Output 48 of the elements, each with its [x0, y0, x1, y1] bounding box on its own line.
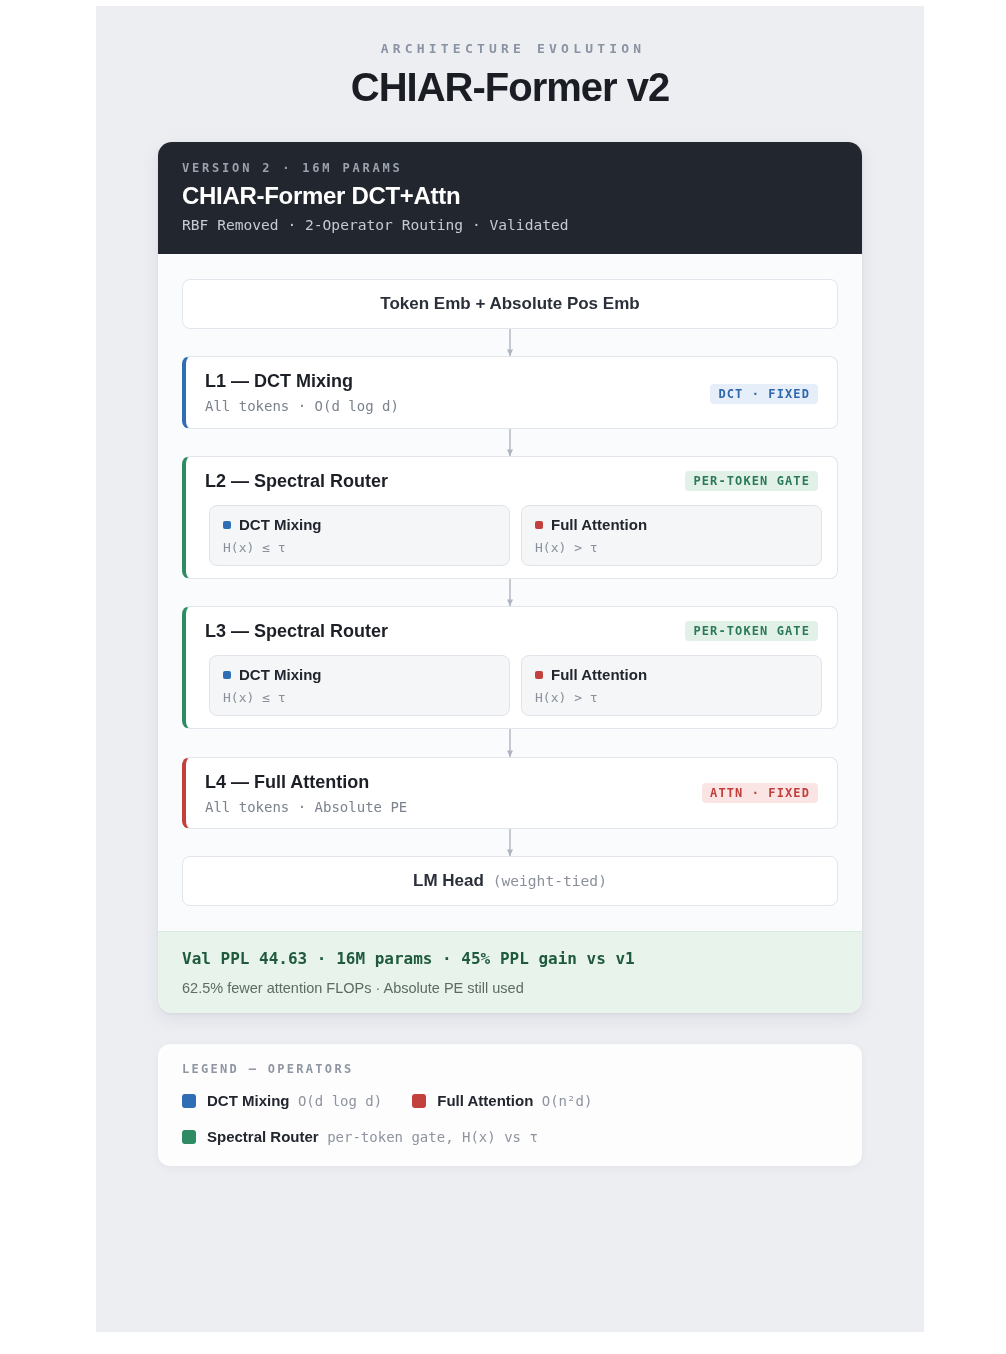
card-title: CHIAR-Former DCT+Attn	[182, 182, 461, 210]
operator-name: Full Attention	[551, 516, 648, 534]
legend-heading: LEGEND — OPERATORS	[182, 1061, 354, 1077]
legend-text: DCT Mixing O(d log d)	[207, 1091, 383, 1111]
page-title: CHIAR-Former v2	[350, 64, 670, 110]
card-kicker: VERSION 2 · 16M PARAMS	[182, 160, 403, 176]
architecture-card	[158, 142, 862, 1013]
layer-card	[182, 757, 838, 829]
condition-text: H(x) > τ	[535, 540, 598, 556]
layer-card	[182, 356, 838, 429]
tag-badge: DCT · FIXED	[710, 384, 818, 404]
arrow	[507, 428, 513, 457]
stage-box	[182, 279, 838, 329]
arrow	[507, 728, 513, 758]
tag-badge: PER-TOKEN GATE	[685, 621, 818, 641]
legend-text: Full Attention O(n²d)	[437, 1091, 593, 1111]
condition-text: H(x) > τ	[535, 690, 598, 706]
metrics-note: 62.5% fewer attention FLOPs · Absolute PE still used	[182, 979, 524, 997]
card-subtitle: RBF Removed · 2-Operator Routing · Validated	[182, 216, 569, 234]
condition-text: H(x) ≤ τ	[223, 690, 286, 706]
results-band	[158, 931, 862, 1013]
condition-text: H(x) ≤ τ	[223, 540, 286, 556]
layer-title: L1 — DCT Mixing	[205, 370, 353, 392]
operator-box	[209, 655, 510, 716]
metrics-text: Val PPL 44.63 · 16M params · 45% PPL gain vs v1	[182, 949, 635, 969]
arrow	[507, 828, 513, 857]
layer-title: L2 — Spectral Router	[205, 470, 389, 492]
operator-box	[521, 655, 822, 716]
page-kicker: ARCHITECTURE EVOLUTION	[380, 41, 646, 57]
layer-title: L3 — Spectral Router	[205, 620, 389, 642]
legend-text: Spectral Router per-token gate, H(x) vs τ	[207, 1127, 538, 1147]
layer-description: All tokens · O(d log d)	[205, 397, 399, 415]
layer-title: L4 — Full Attention	[205, 771, 370, 793]
operator-name: DCT Mixing	[239, 666, 322, 684]
operator-box	[209, 505, 510, 566]
layer-description: All tokens · Absolute PE	[205, 798, 408, 816]
stage-box	[182, 856, 838, 906]
operator-box	[521, 505, 822, 566]
arrow	[507, 328, 513, 357]
operator-name: DCT Mixing	[239, 516, 322, 534]
router-card	[182, 606, 838, 729]
operator-name: Full Attention	[551, 666, 648, 684]
stage-label: LM Head (weight-tied)	[413, 870, 607, 892]
stage-label: Token Emb + Absolute Pos Emb	[380, 293, 640, 315]
tag-badge: ATTN · FIXED	[702, 783, 818, 803]
tag-badge: PER-TOKEN GATE	[685, 471, 818, 491]
router-card	[182, 456, 838, 579]
arrow	[507, 578, 513, 607]
